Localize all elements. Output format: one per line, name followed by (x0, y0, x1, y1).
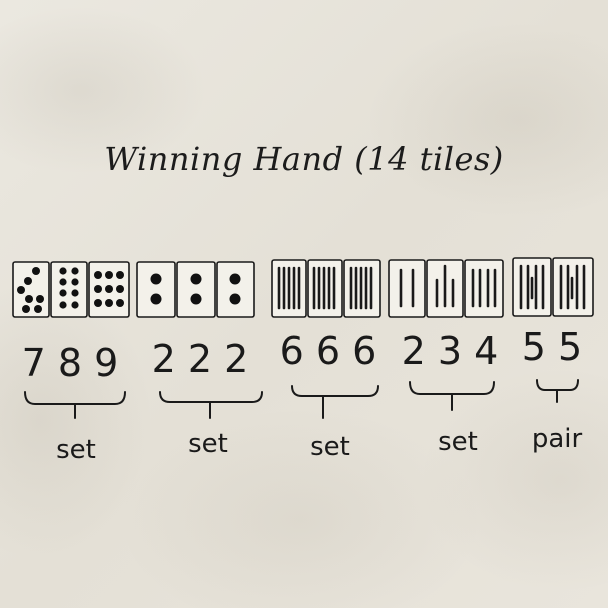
group-3-label: set (310, 432, 350, 462)
group-1-label: set (56, 435, 96, 465)
group-2-numbers: 2 2 2 (152, 337, 249, 381)
brace-group-3 (291, 385, 379, 419)
brace-group-5 (536, 379, 579, 403)
tile-group-bamboo-55 (512, 257, 594, 317)
tile-dot-3c (216, 261, 255, 318)
brace-group-2 (159, 391, 263, 419)
group-5-label: pair (532, 424, 583, 454)
tile-bamboo-4 (464, 259, 504, 318)
group-4-numbers: 2 3 4 (402, 329, 499, 373)
bamboo-sticks (277, 264, 586, 310)
tile-dot-7 (12, 261, 50, 318)
group-5-numbers: 5 5 (522, 325, 582, 369)
tile-dot-3a (136, 261, 176, 318)
brace-group-1 (24, 391, 126, 419)
group-1-numbers: 7 8 9 (22, 341, 119, 385)
group-2-label: set (188, 429, 228, 459)
group-4-label: set (438, 427, 478, 457)
group-3-numbers: 6 6 6 (280, 329, 377, 373)
tile-bamboo-2 (388, 259, 426, 318)
tile-dot-3b (176, 261, 216, 318)
diagram-title: Winning Hand (14 tiles) (104, 140, 504, 178)
dot-pips (17, 267, 241, 313)
tile-group-dots-222 (136, 261, 255, 318)
tile-dot-8 (50, 261, 88, 318)
brace-group-4 (409, 381, 495, 411)
